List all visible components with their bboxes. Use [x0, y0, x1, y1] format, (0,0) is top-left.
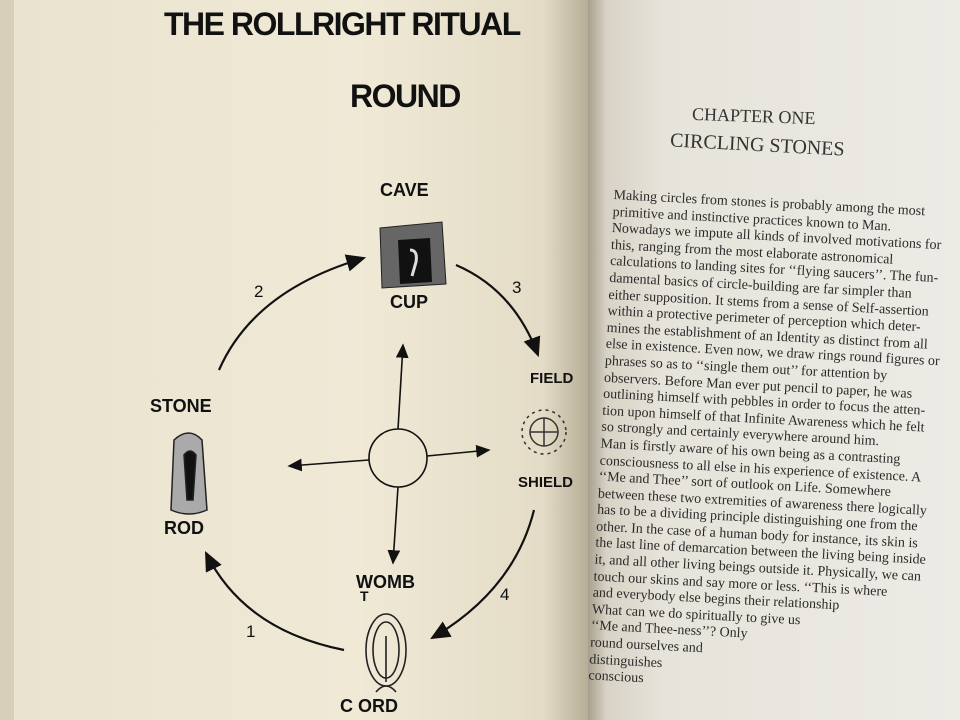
ritual-round-diagram — [170, 221, 567, 693]
right-page: CHAPTER ONE CIRCLING STONES Making circl… — [588, 0, 960, 720]
arc-2 — [217, 254, 367, 371]
label-cup: CUP — [390, 292, 429, 312]
label-field: FIELD — [530, 370, 574, 387]
rod-stone-icon — [170, 432, 208, 515]
left-page: THE ROLLRIGHT RITUAL ROUND — [14, 0, 588, 720]
label-stone: STONE — [150, 396, 212, 416]
step-2: 2 — [254, 282, 264, 301]
page-edge — [0, 0, 14, 720]
step-1: 1 — [246, 622, 256, 641]
cave-icon — [379, 221, 447, 289]
step-4: 4 — [500, 585, 510, 604]
arc-3 — [455, 263, 541, 358]
center-circle — [368, 428, 428, 488]
step-3: 3 — [512, 278, 522, 297]
chapter-number: CHAPTER ONE — [691, 103, 816, 129]
label-rod: ROD — [164, 518, 204, 538]
body-text: Making circles from stones is probably a… — [588, 188, 954, 703]
label-shield: SHIELD — [518, 474, 574, 491]
shield-icon — [521, 409, 567, 455]
arc-4 — [430, 509, 536, 640]
arc-1 — [205, 551, 345, 652]
label-cord: C ORD — [340, 696, 398, 716]
title-line-1: THE ROLLRIGHT RITUAL — [164, 6, 521, 42]
cord-icon — [365, 613, 407, 693]
chapter-title: CIRCLING STONES — [669, 129, 846, 161]
label-cave: CAVE — [380, 180, 429, 200]
label-womb-t: T — [360, 588, 369, 604]
title-line-2: ROUND — [350, 78, 461, 114]
label-womb: WOMB — [356, 572, 415, 592]
